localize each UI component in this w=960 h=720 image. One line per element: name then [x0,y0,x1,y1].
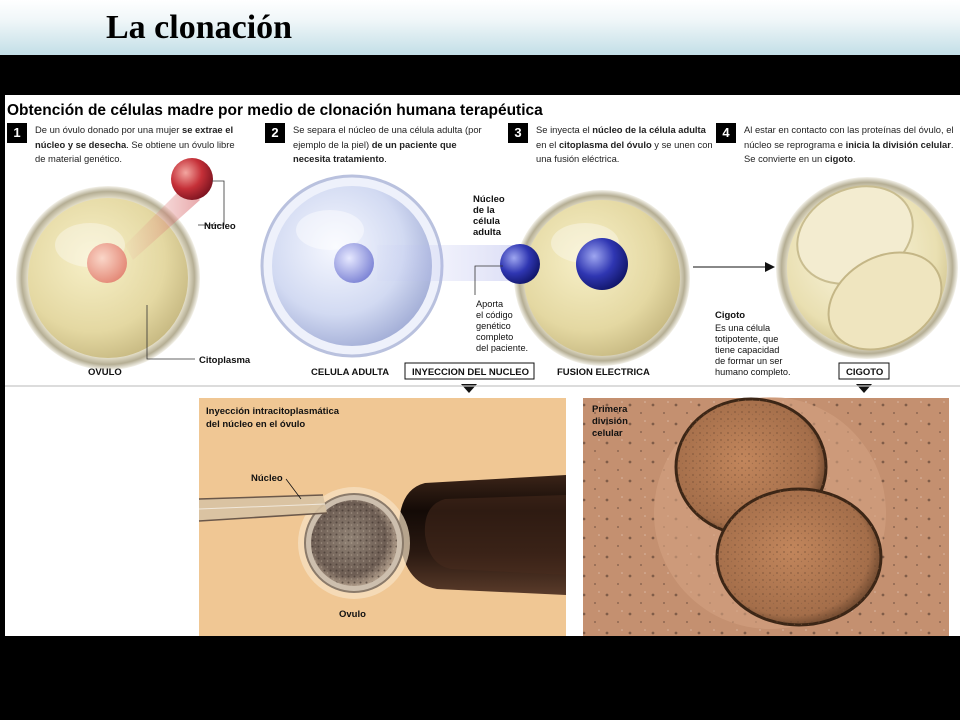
injection-photo [198,398,566,636]
slide-header: La clonación [0,0,960,55]
cigoto-desc-title: Cigoto [715,310,745,321]
aporta-label: Aporta el código genético completo del p… [476,299,528,353]
adult-nucleus [334,243,374,283]
nucleo-celula-adulta-line1: Núcleo [473,194,505,205]
inyeccion-name-box [404,362,535,380]
nucleo-celula-adulta-line4: adulta [473,227,502,238]
fused-nucleus [576,238,628,290]
step-2-number: 2 [265,123,285,143]
ovulo-inner-nucleus [87,243,127,283]
cigoto-name: CIGOTO [846,367,883,378]
extraction-beam [125,185,200,260]
step-1-number: 1 [7,123,27,143]
step-4-text: Al estar en contacto con las proteínas d… [744,124,954,164]
nucleo-celula-adulta-line3: célula [473,216,501,227]
photo-nucleo-pointer [285,478,302,500]
step-3-text: Se inyecta el núcleo de la célula adulta… [536,124,713,164]
division-photo [583,397,949,636]
inyeccion-name: INYECCION DEL NUCLEO [412,367,529,378]
nucleo-callout-line [198,180,225,226]
step-4-number: 4 [716,123,736,143]
ovulo-name: OVULO [88,367,122,378]
nucleo-label: Núcleo [204,221,236,232]
citoplasma-label: Citoplasma [199,355,251,366]
cigoto-cell [776,177,958,359]
infographic-panel: Obtención de células madre por medio de … [5,95,960,636]
nucleo-celula-adulta-line2: de la [473,205,495,216]
diagram-title: Obtención de células madre por medio de … [7,102,543,119]
cigoto-name-box [838,362,890,380]
aporta-callout-line [474,265,503,295]
celula-adulta-name: CELULA ADULTA [311,367,389,378]
photo-right-caption: Primera división celular [592,404,631,439]
fusion-name: FUSION ELECTRICA [557,367,650,378]
inyeccion-down-arrow [461,384,477,393]
extracted-nucleus [171,158,213,200]
cigoto-down-arrow [856,384,872,393]
photo-left-ovulo: Ovulo [339,609,366,620]
injected-nucleus [500,244,540,284]
photo-left-caption: Inyección intracitoplasmática del núcleo… [206,406,342,430]
step-1-text: De un óvulo donado por una mujer se extr… [35,124,235,164]
cigoto-desc-text: Es una célula totipotente, que tiene cap… [715,323,791,377]
citoplasma-callout-line [146,305,195,360]
photo-left-nucleo: Núcleo [251,473,283,484]
nucleo-celula-adulta-label: Núcleo de la célula adulta [473,194,507,238]
step-2-text: Se separa el núcleo de una célula adulta… [293,124,482,164]
slide-title: La clonación [106,9,293,46]
fusion-to-cigoto-arrowhead [765,262,775,272]
infographic-svg: Obtención de células madre por medio de … [5,102,960,636]
step-3-number: 3 [508,123,528,143]
